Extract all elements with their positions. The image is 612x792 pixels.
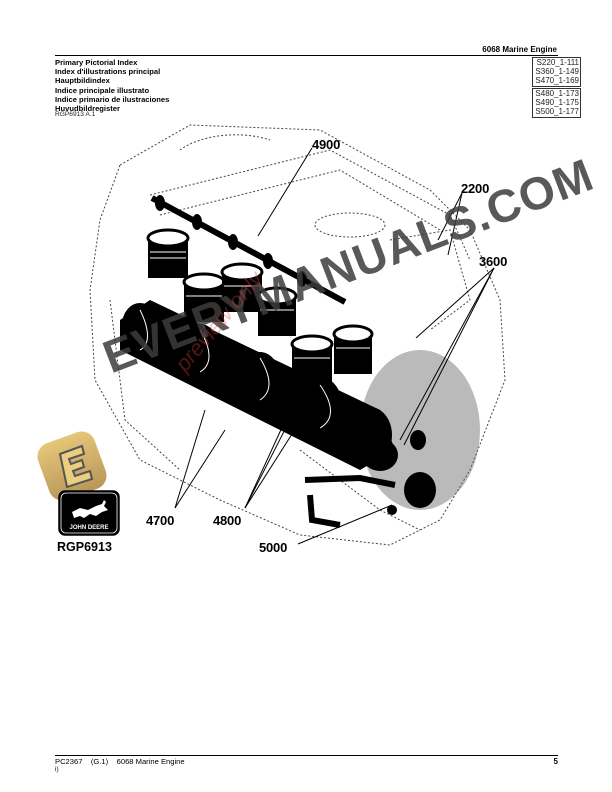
index-title-de: Hauptbildindex <box>55 76 110 86</box>
page-number: 5 <box>553 757 558 766</box>
section-ref-link[interactable]: S470_1-169 <box>535 76 579 86</box>
callout-4800[interactable]: 4800 <box>213 513 242 528</box>
section-ref-box-1: S220_1-111 S360_1-149 S470_1-169 <box>532 57 581 87</box>
callout-3600[interactable]: 3600 <box>479 254 508 269</box>
index-title-sv: Huvudbildregister <box>55 104 120 114</box>
callout-5000[interactable]: 5000 <box>259 540 288 555</box>
index-title-en: Primary Pictorial Index <box>55 58 138 67</box>
section-ref-link[interactable]: S360_1-149 <box>535 67 579 77</box>
header-divider <box>55 55 558 56</box>
figure-reference: RGP6913 A.1 <box>55 111 96 118</box>
callout-4700[interactable]: 4700 <box>146 513 175 528</box>
section-ref-link[interactable]: S480_1-173 <box>535 89 579 98</box>
footer-doc-info: PC2367 (G.1) 6068 Marine Engine <box>55 757 185 766</box>
callout-4900[interactable]: 4900 <box>312 137 341 152</box>
index-title-list: Primary Pictorial Index Index d'illustra… <box>55 58 169 113</box>
svg-text:JOHN DEERE: JOHN DEERE <box>69 525 108 531</box>
section-ref-box-2: S480_1-173 S490_1-175 S500_1-177 <box>532 88 581 118</box>
section-ref-link[interactable]: S490_1-175 <box>535 98 579 108</box>
figure-id-label: RGP6913 <box>57 540 112 554</box>
pistons <box>146 228 374 384</box>
document-title: 6068 Marine Engine <box>482 45 557 54</box>
camshaft <box>150 195 347 305</box>
crankshaft <box>120 300 395 470</box>
section-ref-link[interactable]: S220_1-111 <box>536 58 579 67</box>
footer-sub-label: i) <box>55 766 59 773</box>
watermark-badge-icon <box>37 431 107 501</box>
index-title-it: Indice principale illustrato <box>55 85 150 95</box>
index-title-fr: Index d'illustrations principal <box>55 67 161 77</box>
callout-leaders <box>174 147 495 545</box>
callout-2200[interactable]: 2200 <box>461 181 490 196</box>
index-title-es: Indice primario de ilustraciones <box>55 94 170 104</box>
section-ref-link[interactable]: S500_1-177 <box>535 107 579 117</box>
john-deere-logo-icon: JOHN DEERE <box>58 490 120 536</box>
footer-divider <box>55 755 558 756</box>
